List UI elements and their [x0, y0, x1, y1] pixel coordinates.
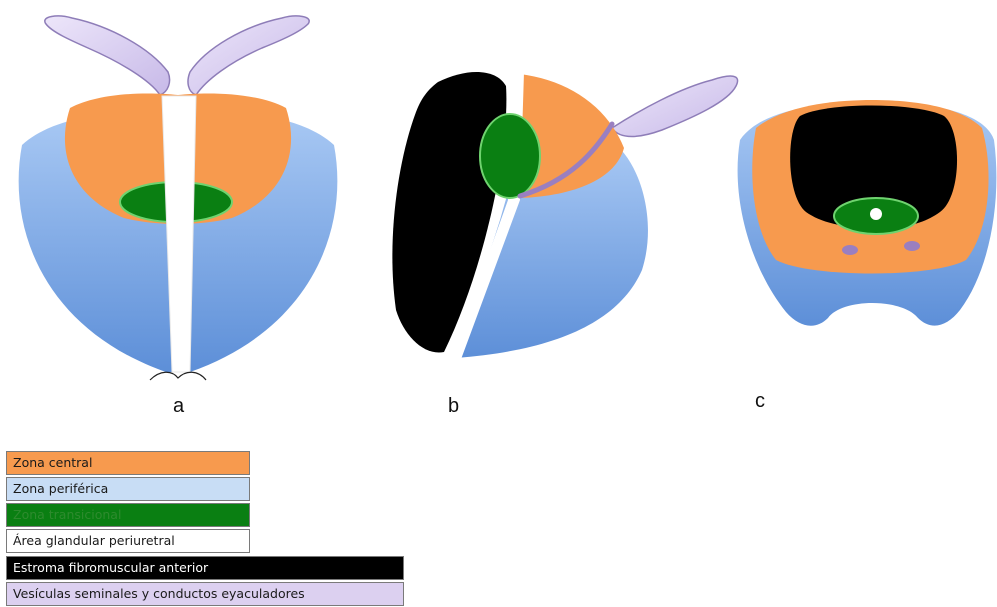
- prostate-zones-diagram: [0, 0, 997, 430]
- legend-item-periurethral-area: Área glandular periuretral: [6, 529, 250, 553]
- panel-label-b: b: [448, 395, 459, 418]
- urethra-c: [870, 208, 882, 220]
- panel-b-diagram: [392, 72, 737, 362]
- ejaculatory-duct-left-c: [842, 245, 858, 255]
- legend-item-transition-zone: Zona transicional: [6, 503, 250, 527]
- legend-item-peripheral-zone: Zona periférica: [6, 477, 250, 501]
- legend-item-central-zone: Zona central: [6, 451, 250, 475]
- seminal-vesicle-left: [45, 16, 170, 95]
- ejaculatory-duct-right-c: [904, 241, 920, 251]
- panel-c-diagram: [738, 100, 997, 326]
- seminal-vesicle-right: [188, 16, 309, 95]
- legend-item-fibromuscular-stroma: Estroma fibromuscular anterior: [6, 556, 404, 580]
- panel-label-a: a: [173, 395, 184, 418]
- legend-item-seminal-vesicles: Vesículas seminales y conductos eyaculad…: [6, 582, 404, 606]
- seminal-vesicle-b: [612, 76, 738, 136]
- urethra-curve-bottom: [150, 372, 206, 380]
- panel-a-diagram: [19, 16, 338, 380]
- transition-zone-b: [480, 114, 540, 198]
- panel-label-c: c: [755, 390, 765, 413]
